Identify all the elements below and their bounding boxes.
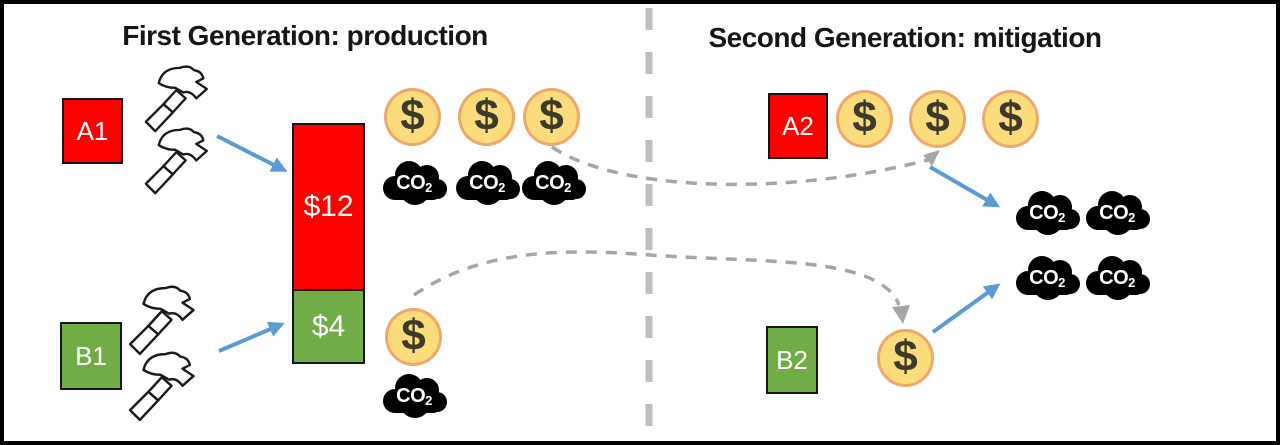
dollar-sign: $ (400, 90, 425, 140)
actor-b2-box: B2 (766, 326, 818, 394)
hammer-icon (128, 351, 195, 422)
co2-subscript: 2 (1128, 209, 1135, 225)
co2-text: CO (396, 385, 426, 407)
arrow-b1-to-bar (218, 321, 285, 353)
coin-icon: $ (836, 90, 893, 148)
transfer-curve-b1-to-b2 (413, 250, 901, 306)
co2-subscript: 2 (1058, 209, 1065, 225)
co2-subscript: 2 (425, 179, 432, 195)
co2-subscript: 2 (564, 179, 571, 195)
bar-segment-a-label: $12 (303, 190, 354, 223)
actor-a2-box: A2 (768, 93, 828, 159)
actor-b1-box: B1 (60, 322, 122, 390)
actor-a1-box: A1 (62, 98, 123, 164)
dollar-sign: $ (539, 90, 564, 140)
dollar-sign: $ (401, 310, 426, 360)
co2-text: CO (1029, 267, 1059, 289)
coin-icon: $ (877, 329, 934, 387)
coin-icon: $ (458, 88, 515, 146)
dollar-sign: $ (852, 92, 877, 142)
coin-icon: $ (982, 90, 1039, 148)
co2-subscript: 2 (1128, 274, 1135, 290)
hammer-icon (144, 127, 208, 195)
actor-b2-label: B2 (776, 345, 808, 375)
coin-icon: $ (523, 88, 580, 146)
co2-text: CO (1029, 202, 1059, 224)
co2-subscript: 2 (498, 179, 505, 195)
arrow-b2-money-to-co2 (931, 283, 1001, 334)
dollar-sign: $ (474, 90, 499, 140)
hammer-icon (144, 65, 208, 133)
co2-text: CO (396, 172, 426, 194)
co2-text: CO (469, 172, 499, 194)
right-panel-title: Second Generation: mitigation (708, 22, 1102, 53)
coin-icon: $ (909, 90, 966, 148)
left-panel-title: First Generation: production (122, 20, 488, 51)
dollar-sign: $ (893, 331, 918, 381)
co2-subscript: 2 (425, 392, 432, 408)
transfer-curve-a1-to-a2 (551, 145, 929, 187)
coin-icon: $ (384, 88, 441, 146)
bar-segment-b-label: $4 (311, 309, 346, 343)
co2-subscript: 2 (1058, 274, 1065, 290)
coin-icon: $ (385, 308, 442, 366)
actor-b1-label: B1 (75, 341, 107, 371)
actor-a1-label: A1 (76, 116, 109, 146)
co2-text: CO (1099, 267, 1129, 289)
dollar-sign: $ (925, 92, 950, 142)
bar-segment-a: $12 (292, 123, 365, 291)
production-value-bar: $12 $4 (292, 123, 365, 364)
actor-a2-label: A2 (782, 111, 814, 141)
co2-text: CO (1099, 202, 1129, 224)
arrow-a2-money-to-co2 (929, 165, 1001, 208)
arrow-a1-to-bar (216, 134, 288, 172)
co2-text: CO (535, 172, 565, 194)
dollar-sign: $ (998, 92, 1023, 142)
bar-segment-b: $4 (292, 289, 365, 364)
gray-arrowhead-icon (923, 150, 940, 166)
hammer-icon (128, 285, 195, 356)
gray-arrowhead-icon (892, 305, 910, 324)
